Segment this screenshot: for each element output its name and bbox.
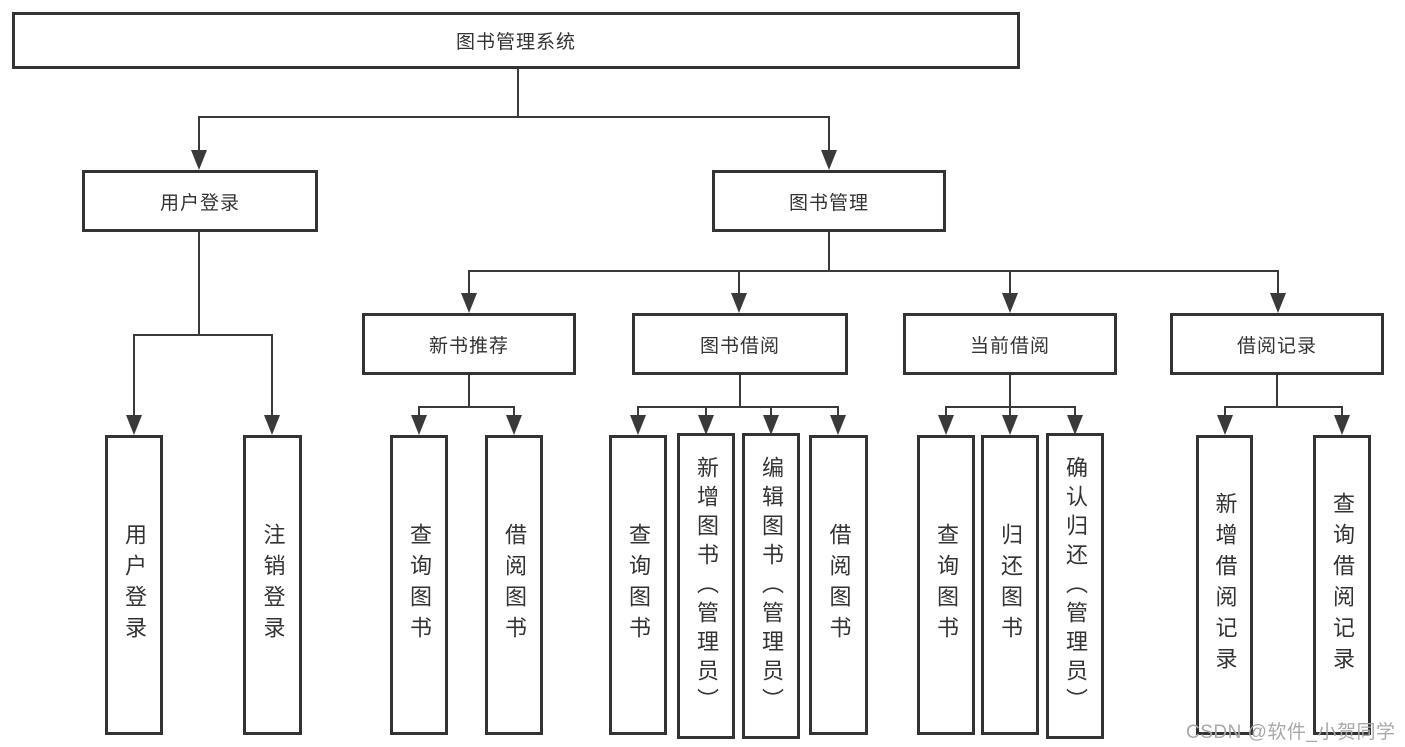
- leaf-edit-books-admin: 编辑图书（管理员）: [742, 433, 800, 739]
- node-root-label: 图书管理系统: [455, 32, 576, 53]
- connector-line: [945, 406, 947, 418]
- leaf-add-books-admin-label: 新增图书（管理员）: [694, 455, 719, 717]
- connector-line: [1276, 375, 1278, 408]
- connector-line: [837, 406, 839, 418]
- connector-line: [418, 406, 420, 418]
- connector-line: [770, 406, 772, 418]
- leaf-borrow-books-borrow: 借阅图书: [809, 435, 868, 735]
- arrow-down-icon: [821, 150, 837, 170]
- arrow-down-icon: [731, 293, 747, 313]
- arrow-down-icon: [938, 415, 954, 435]
- connector-line: [1224, 406, 1226, 418]
- leaf-confirm-return-admin-label: 确认归还（管理员）: [1063, 455, 1088, 717]
- node-user-login-label: 用户登录: [159, 192, 240, 214]
- connector-line: [705, 406, 707, 418]
- node-current-borrow: 当前借阅: [903, 313, 1117, 375]
- connector-line: [133, 334, 135, 417]
- arrow-down-icon: [264, 415, 280, 435]
- connector-line: [1009, 406, 1011, 418]
- leaf-borrow-books-new-label: 借阅图书: [502, 523, 527, 647]
- leaf-add-books-admin: 新增图书（管理员）: [677, 433, 735, 739]
- connector-line: [1225, 406, 1343, 408]
- arrow-down-icon: [126, 415, 142, 435]
- leaf-query-books-borrow-label: 查询图书: [626, 523, 651, 647]
- node-book-borrow-label: 图书借阅: [699, 335, 780, 357]
- connector-line: [271, 334, 273, 417]
- arrow-down-icon: [191, 150, 207, 170]
- node-root-system: 图书管理系统: [12, 12, 1020, 69]
- arrow-down-icon: [1002, 293, 1018, 313]
- connector-line: [637, 406, 639, 418]
- node-book-borrow: 图书借阅: [632, 313, 848, 375]
- leaf-user-login: 用户登录: [105, 435, 163, 735]
- arrow-down-icon: [1270, 293, 1286, 313]
- connector-line: [517, 69, 519, 117]
- connector-line: [513, 406, 515, 418]
- arrow-down-icon: [1217, 415, 1233, 435]
- leaf-logout: 注销登录: [243, 435, 302, 735]
- leaf-borrow-books-new: 借阅图书: [485, 435, 543, 735]
- leaf-query-books-current: 查询图书: [917, 435, 975, 735]
- arrow-down-icon: [506, 415, 522, 435]
- arrow-down-icon: [1002, 415, 1018, 435]
- arrow-down-icon: [1067, 415, 1083, 435]
- connector-line: [1341, 406, 1343, 418]
- connector-line: [828, 232, 830, 272]
- leaf-user-login-label: 用户登录: [122, 523, 147, 647]
- connector-line: [198, 116, 200, 152]
- connector-line: [199, 116, 829, 118]
- leaf-query-books-new-label: 查询图书: [407, 523, 432, 647]
- connector-line: [134, 334, 273, 336]
- leaf-query-books-borrow: 查询图书: [609, 435, 667, 735]
- connector-line: [469, 270, 1279, 272]
- leaf-query-borrow-record: 查询借阅记录: [1313, 435, 1371, 735]
- connector-line: [419, 406, 515, 408]
- connector-line: [1009, 375, 1011, 408]
- connector-line: [1277, 270, 1279, 296]
- arrow-down-icon: [830, 415, 846, 435]
- node-borrow-records: 借阅记录: [1170, 313, 1384, 375]
- connector-line: [1009, 270, 1011, 296]
- arrow-down-icon: [630, 415, 646, 435]
- connector-line: [468, 270, 470, 296]
- leaf-return-books: 归还图书: [981, 435, 1039, 735]
- node-new-book-recommend: 新书推荐: [362, 313, 576, 375]
- leaf-query-books-new: 查询图书: [390, 435, 448, 735]
- arrow-down-icon: [411, 415, 427, 435]
- connector-line: [946, 406, 1076, 408]
- connector-line: [739, 375, 741, 408]
- arrow-down-icon: [1334, 415, 1350, 435]
- connector-line: [638, 406, 839, 408]
- leaf-logout-label: 注销登录: [260, 523, 286, 647]
- node-book-management: 图书管理: [712, 170, 946, 232]
- arrow-down-icon: [461, 293, 477, 313]
- connector-line: [468, 375, 470, 408]
- connector-line: [198, 232, 200, 336]
- leaf-add-borrow-record: 新增借阅记录: [1196, 435, 1253, 735]
- leaf-edit-books-admin-label: 编辑图书（管理员）: [759, 455, 784, 717]
- node-current-borrow-label: 当前借阅: [969, 335, 1050, 357]
- leaf-return-books-label: 归还图书: [998, 523, 1023, 647]
- arrow-down-icon: [763, 415, 779, 435]
- arrow-down-icon: [698, 415, 714, 435]
- leaf-query-books-current-label: 查询图书: [934, 523, 959, 647]
- connector-line: [828, 116, 830, 152]
- connector-line: [1074, 406, 1076, 418]
- leaf-borrow-books-borrow-label: 借阅图书: [826, 523, 852, 647]
- node-borrow-records-label: 借阅记录: [1236, 335, 1317, 357]
- node-new-book-recommend-label: 新书推荐: [428, 335, 509, 357]
- connector-line: [738, 270, 740, 296]
- leaf-add-borrow-record-label: 新增借阅记录: [1212, 492, 1238, 678]
- csdn-watermark: CSDN @软件_小贺同学: [1186, 722, 1396, 743]
- node-user-login: 用户登录: [82, 170, 318, 232]
- node-book-management-label: 图书管理: [788, 192, 869, 214]
- leaf-query-borrow-record-label: 查询借阅记录: [1330, 492, 1355, 678]
- leaf-confirm-return-admin: 确认归还（管理员）: [1046, 433, 1104, 739]
